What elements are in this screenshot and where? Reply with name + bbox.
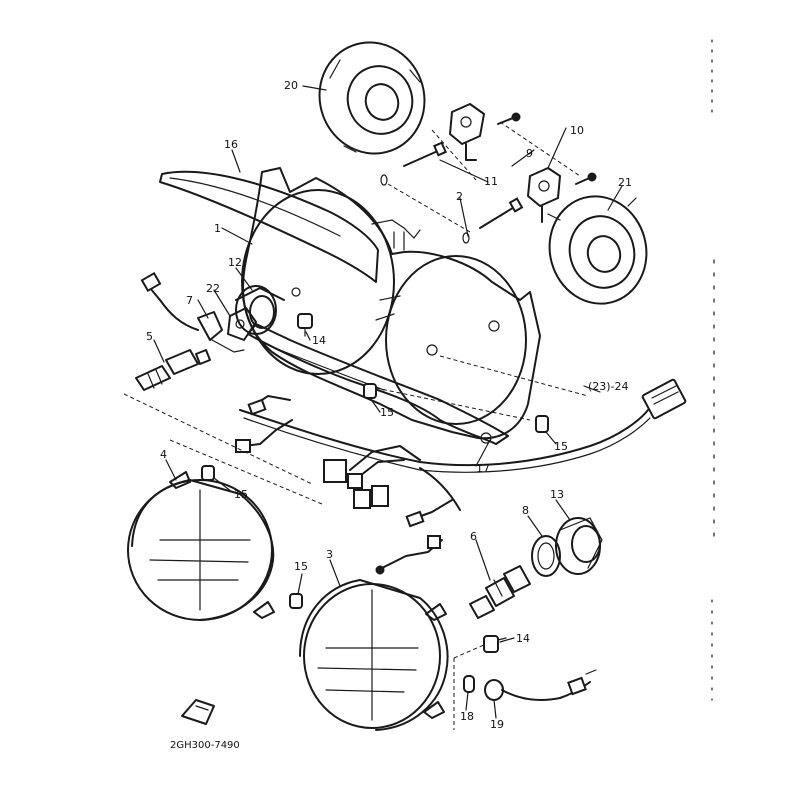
part-4-headlight-left [127,471,275,621]
callout-13: 13 [550,488,564,501]
part-6-halogen-bulb [469,565,531,619]
callout-9: 9 [526,147,533,160]
margin-marks [711,39,715,701]
part-3-headlight-right [299,579,449,731]
callout-labels: 20 16 1 10 9 11 2 21 12 22 7 5 14 15 17 … [146,79,632,751]
callout-20: 20 [284,79,298,92]
callout-22: 22 [206,282,220,295]
callout-6: 6 [470,530,477,543]
callout-4: 4 [160,448,167,461]
part-9-bracket-upper [449,103,485,161]
part-20-rear-cover [318,41,426,155]
part-22-socket [227,307,257,341]
callout-8: 8 [522,504,529,517]
part-19-socket-lead [484,669,597,701]
part-2-rings [380,174,470,244]
wiring-harness-upper [140,271,199,331]
callout-11: 11 [484,175,498,188]
part-14-socket-lower [483,635,507,653]
callout-17: 17 [476,462,490,475]
callout-23-24: (23)-24 [588,380,629,393]
part-7-bulb-holder [197,311,245,353]
part-21-rear-cover [547,195,648,305]
callout-21: 21 [618,176,632,189]
part-11-adjust-bolts [403,141,524,229]
callout-15-b: 15 [554,440,568,453]
callout-3: 3 [326,548,333,561]
part-15-damper-b [535,415,549,433]
callout-18: 18 [460,710,474,723]
callout-12: 12 [228,256,242,269]
part-13-cap [555,517,603,575]
part-15-damper-a [363,383,377,399]
drawing-code: 2GH300-7490 [170,740,240,751]
leader-lines [123,121,589,730]
callout-15-a: 15 [380,406,394,419]
part-15-damper-d [289,593,303,609]
callout-leaders [153,85,623,719]
callout-15-d: 15 [294,560,308,573]
callout-15-c: 15 [234,488,248,501]
callout-1: 1 [214,222,221,235]
callout-10: 10 [570,124,584,137]
part-1-housing [241,167,541,440]
stamp-icon [181,699,215,725]
callout-14-lower: 14 [516,632,530,645]
part-9-bracket-lower [527,167,561,223]
callout-7: 7 [186,294,193,307]
part-18-bulb [463,675,475,693]
part-5-bulb [135,349,211,391]
harness-connectors [235,395,461,575]
part-14-grommet-upper [297,313,313,337]
callout-19: 19 [490,718,504,731]
callout-16: 16 [224,138,238,151]
callout-2: 2 [456,190,463,203]
part-8-seal [531,535,561,577]
part-16-cover-strip [159,170,379,283]
callout-14-upper: 14 [312,334,326,347]
part-15-damper-c [201,465,215,481]
callout-5: 5 [146,330,153,343]
part-23-24-wire-harness [239,378,687,473]
